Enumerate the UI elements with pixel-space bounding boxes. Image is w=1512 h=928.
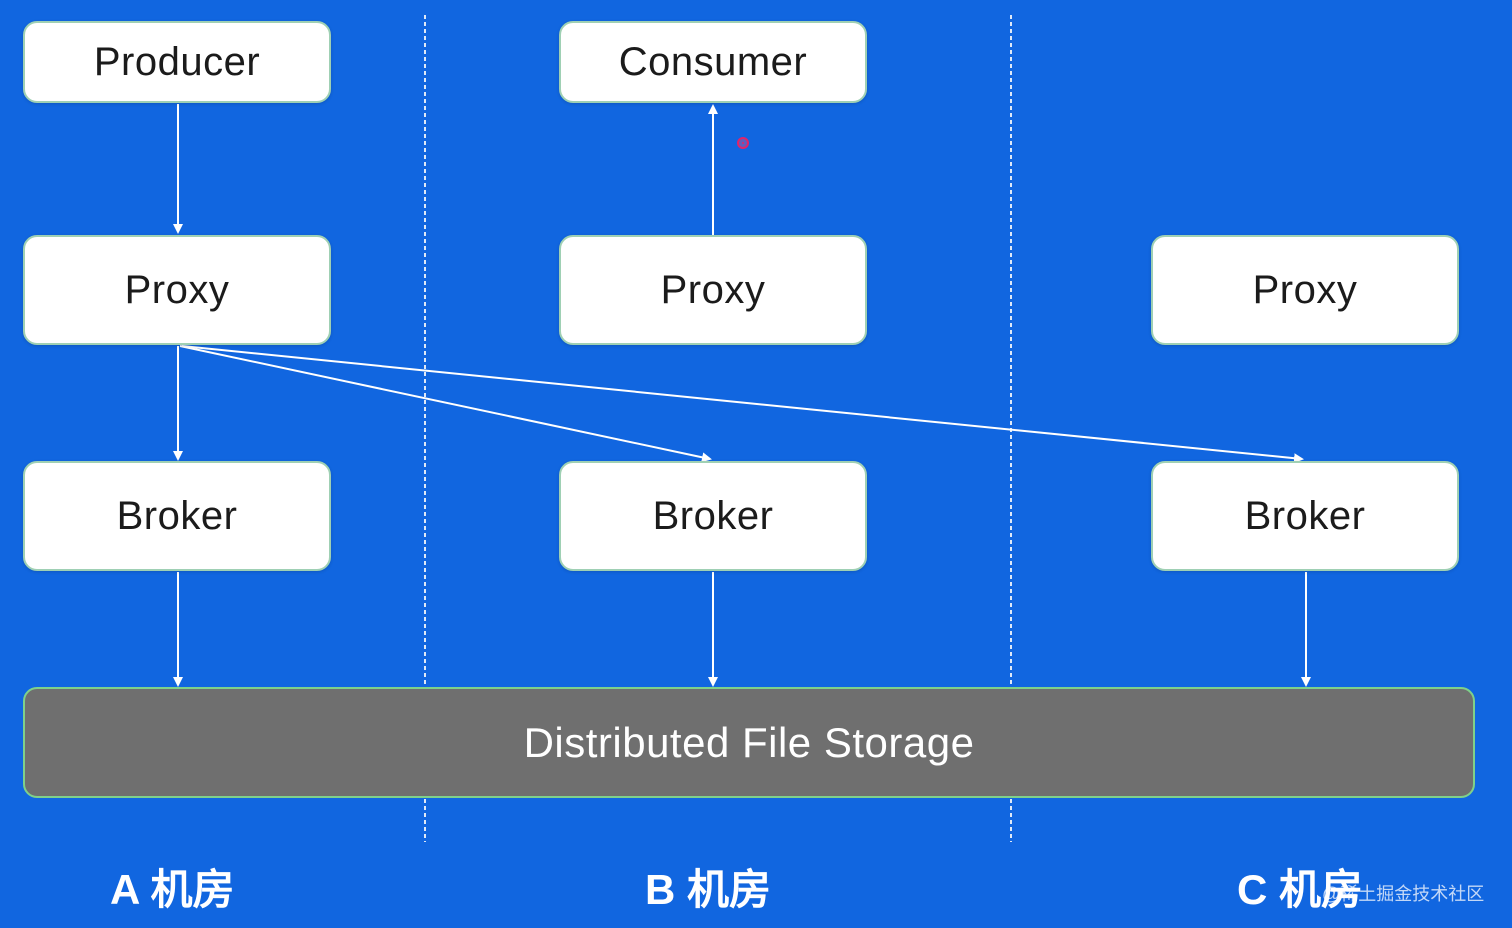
- broker-c-node: Broker: [1151, 461, 1459, 571]
- proxy-c-node: Proxy: [1151, 235, 1459, 345]
- broker-b-node: Broker: [559, 461, 867, 571]
- broker-b-label: Broker: [652, 493, 774, 538]
- storage-label: Distributed File Storage: [523, 718, 975, 766]
- producer-node: Producer: [23, 21, 331, 103]
- zone-label-b: B 机房: [645, 866, 772, 913]
- arrow-proxy-a-to-broker-c: [181, 345, 1304, 464]
- proxy-b-node: Proxy: [559, 235, 867, 345]
- broker-c-label: Broker: [1244, 493, 1366, 538]
- broker-a-label: Broker: [116, 493, 238, 538]
- broker-a-node: Broker: [23, 461, 331, 571]
- zone-label-a: A 机房: [110, 866, 235, 913]
- watermark-text: @稀土掘金技术社区: [1322, 884, 1485, 904]
- consumer-label: Consumer: [618, 39, 808, 84]
- pointer-cursor-icon: [737, 137, 749, 149]
- proxy-c-label: Proxy: [1252, 267, 1358, 312]
- consumer-node: Consumer: [559, 21, 867, 103]
- arrow-proxy-a-to-broker-b: [179, 345, 712, 463]
- producer-label: Producer: [93, 39, 261, 84]
- proxy-a-label: Proxy: [124, 267, 230, 312]
- distributed-file-storage: Distributed File Storage: [23, 687, 1475, 798]
- proxy-a-node: Proxy: [23, 235, 331, 345]
- proxy-b-label: Proxy: [660, 267, 766, 312]
- zone-label-c: C 机房: [1237, 866, 1364, 913]
